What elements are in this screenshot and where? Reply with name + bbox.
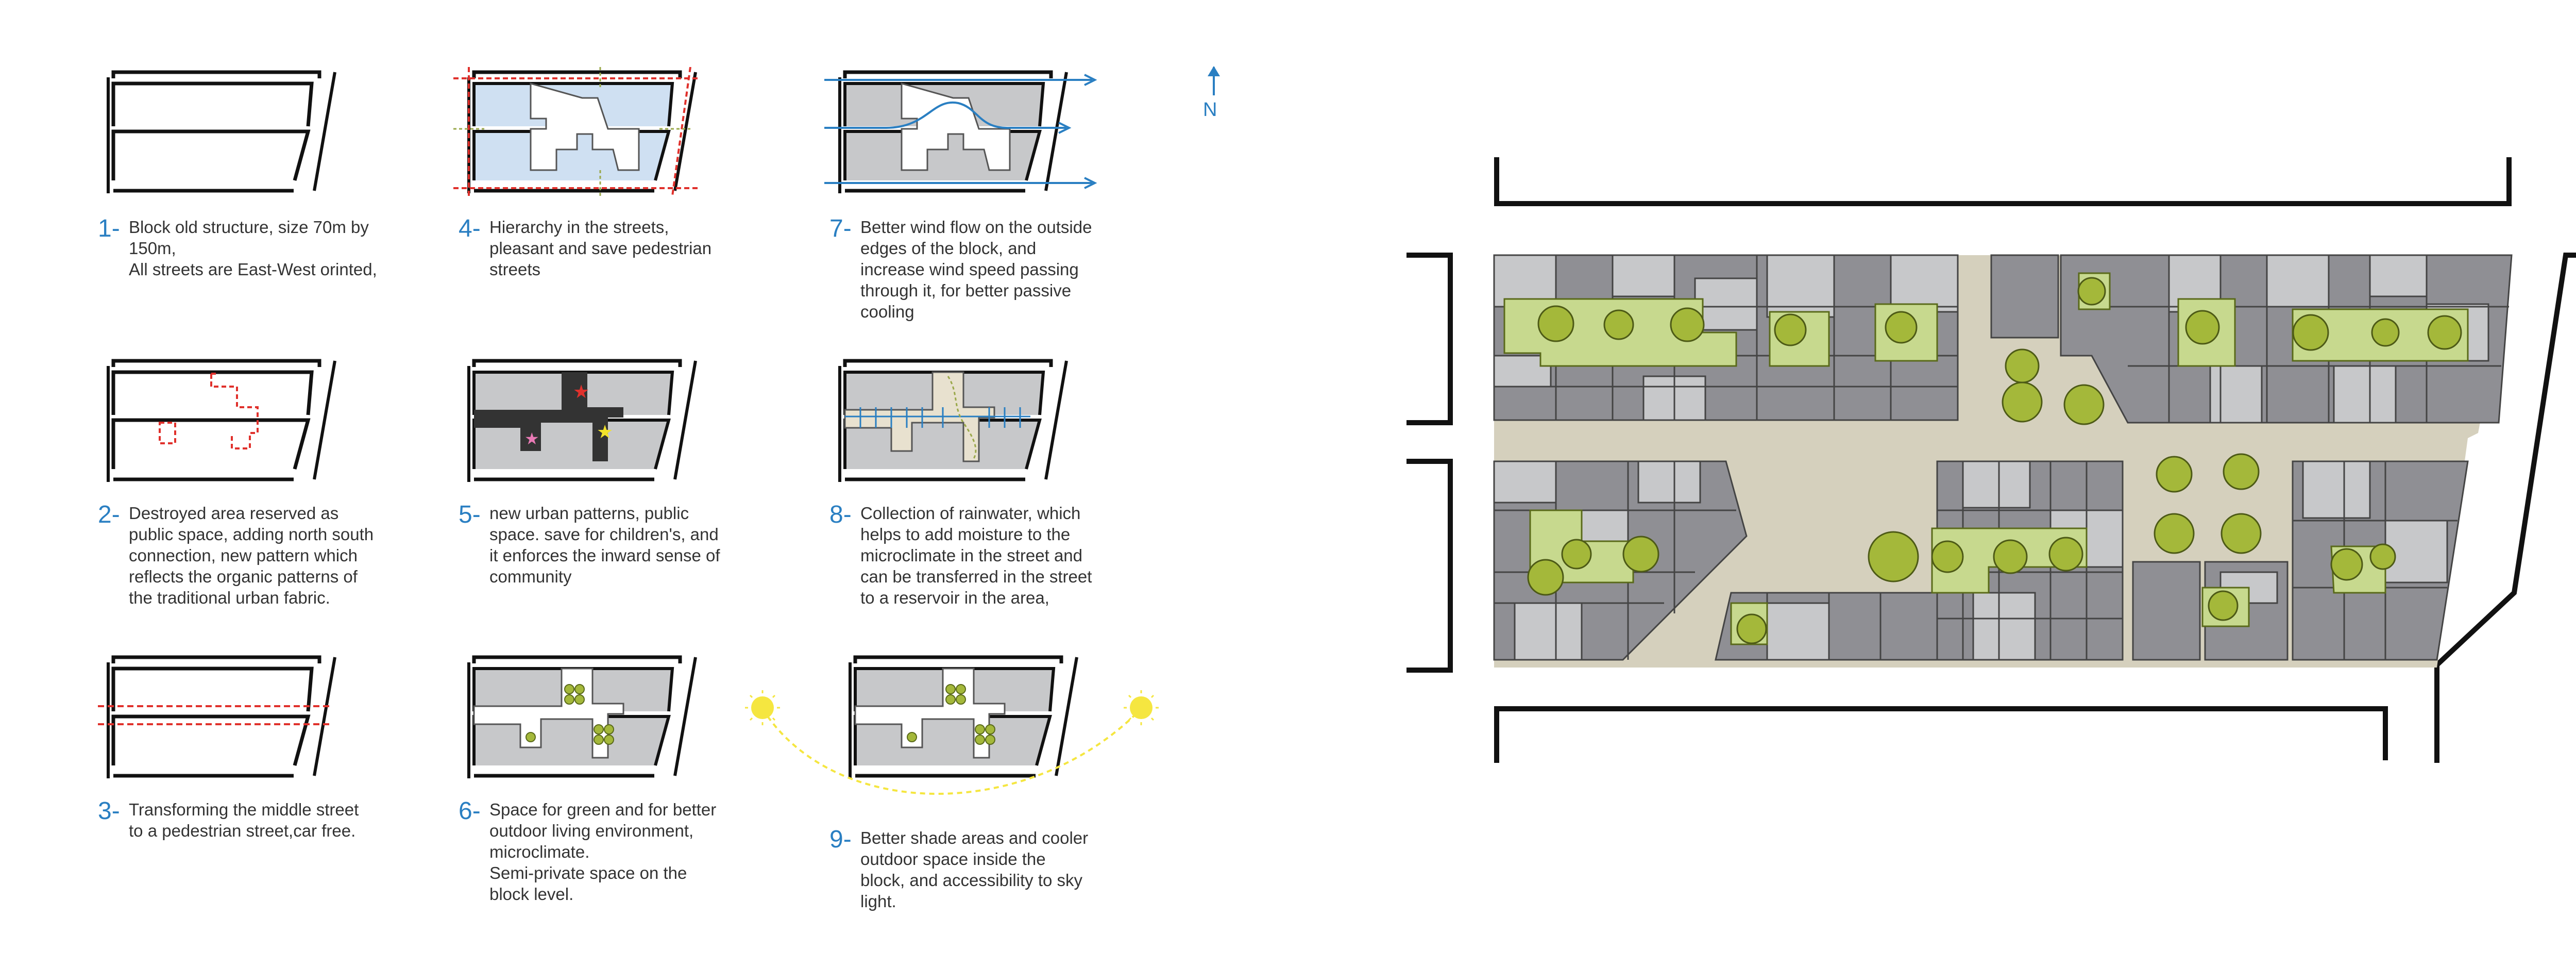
step-number: 4- xyxy=(459,215,481,242)
step-description: Hierarchy in the streets, pleasant and s… xyxy=(489,218,712,279)
destroyed-area-diagram xyxy=(107,359,336,482)
north-arrow-icon xyxy=(1208,66,1220,95)
step-number: 9- xyxy=(829,826,852,853)
sun-icon xyxy=(1124,690,1159,725)
trees xyxy=(1527,277,2462,644)
pedestrian-street-diagram xyxy=(98,655,336,778)
step-number: 7- xyxy=(829,215,852,242)
green-space-diagram xyxy=(467,655,697,778)
site-plan xyxy=(1406,157,2576,763)
step-description: Destroyed area reserved as public space,… xyxy=(129,504,374,607)
step-number: 1- xyxy=(98,215,120,242)
step-number: 3- xyxy=(98,797,120,825)
rainwater-collection-diagram xyxy=(838,359,1068,482)
step-number: 2- xyxy=(98,501,120,528)
step-description: Space for green and for better outdoor l… xyxy=(489,800,717,904)
step-description: Better shade areas and cooler outdoor sp… xyxy=(860,828,1089,911)
north-label: N xyxy=(1203,99,1217,121)
svg-text:★: ★ xyxy=(524,429,539,448)
step-number: 6- xyxy=(459,797,481,825)
urban-pattern-diagram: ★ ★ ★ xyxy=(467,359,697,482)
svg-text:★: ★ xyxy=(573,381,589,403)
step-description: Collection of rainwater, which helps to … xyxy=(860,504,1092,607)
block-old-structure-diagram xyxy=(107,70,336,193)
sun-icon xyxy=(745,690,780,725)
step-description: Block old structure, size 70m by 150m, A… xyxy=(129,218,377,279)
street-hierarchy-diagram xyxy=(453,67,698,196)
step-description: new urban patterns, public space. save f… xyxy=(489,504,720,586)
step-description: Better wind flow on the outside edges of… xyxy=(860,218,1092,321)
svg-text:★: ★ xyxy=(597,422,613,443)
step-number: 5- xyxy=(459,501,481,528)
sun-shade-diagram xyxy=(745,655,1159,795)
step-number: 8- xyxy=(829,501,852,528)
wind-flow-diagram xyxy=(824,70,1097,193)
step-description: Transforming the middle street to a pede… xyxy=(129,800,359,840)
